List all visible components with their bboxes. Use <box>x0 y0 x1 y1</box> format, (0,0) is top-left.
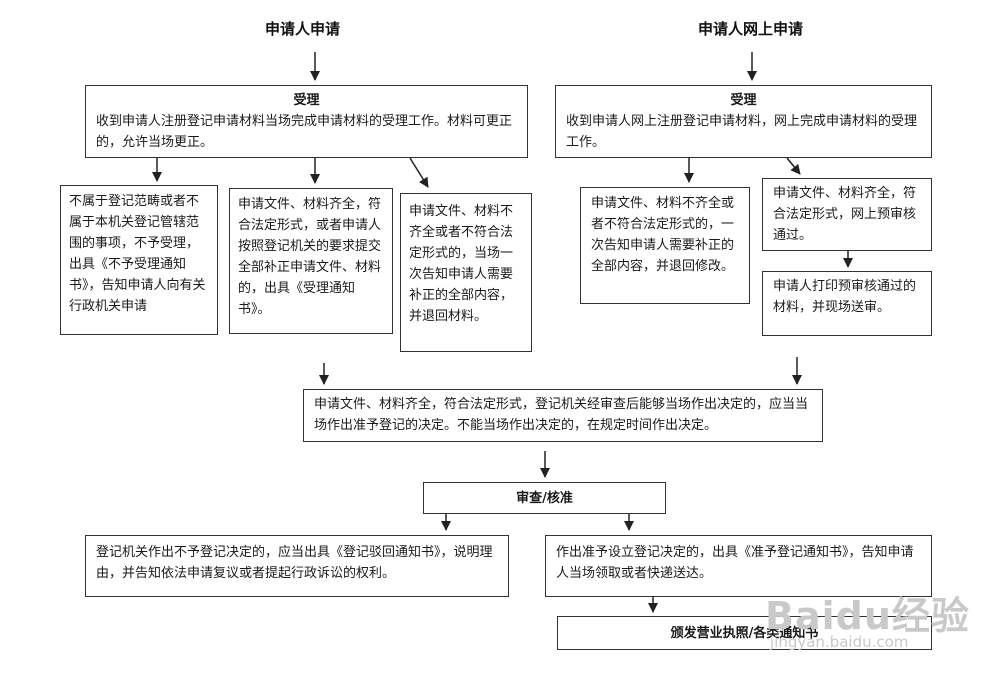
decision-text: 申请文件、材料齐全，符合法定形式，登记机关经审查后能够当场作出决定的，应当当场作… <box>314 397 809 433</box>
print-submit-text: 申请人打印预审核通过的材料，并现场送审。 <box>773 279 917 315</box>
return-materials-text-left: 申请文件、材料不齐全或者不符合法定形式的，当场一次告知申请人需要补正的全部内容，… <box>409 204 514 324</box>
review-box: 审查/核准 <box>423 482 666 514</box>
reject-box: 登记机关作出不予登记决定的，应当出具《登记驳回通知书》，说明理由，并告知依法申请… <box>85 535 509 597</box>
accept-title-left: 受理 <box>293 93 320 108</box>
not-accept-text: 不属于登记范畴或者不属于本机关登记管辖范围的事项，不予受理，出具《不予受理通知书… <box>69 194 206 314</box>
return-materials-box-left: 申请文件、材料不齐全或者不符合法定形式的，当场一次告知申请人需要补正的全部内容，… <box>400 193 532 352</box>
return-materials-text-right: 申请文件、材料不齐全或者不符合法定形式的，一次告知申请人需要补正的全部内容，并退… <box>591 196 735 274</box>
heading-online-applicant: 申请人网上申请 <box>698 20 804 38</box>
online-pass-text: 申请文件、材料齐全，符合法定形式，网上预审核通过。 <box>773 186 917 243</box>
accept-notice-box: 申请文件、材料齐全，符合法定形式，或者申请人按照登记机关的要求提交全部补正申请文… <box>229 188 393 334</box>
arrow-accept-right-pass <box>786 157 801 175</box>
decision-box: 申请文件、材料齐全，符合法定形式，登记机关经审查后能够当场作出决定的，应当当场作… <box>303 389 823 442</box>
return-materials-box-right: 申请文件、材料不齐全或者不符合法定形式的，一次告知申请人需要补正的全部内容，并退… <box>580 187 750 304</box>
accept-box-left: 受理 收到申请人注册登记申请材料当场完成申请材料的受理工作。材料可更正的，允许当… <box>85 85 528 158</box>
accept-notice-text: 申请文件、材料齐全，符合法定形式，或者申请人按照登记机关的要求提交全部补正申请文… <box>238 197 382 317</box>
approve-box: 作出准予设立登记决定的，出具《准予登记通知书》，告知申请人当场领取或者快递送达。 <box>545 535 932 597</box>
reject-text: 登记机关作出不予登记决定的，应当出具《登记驳回通知书》，说明理由，并告知依法申请… <box>96 545 493 581</box>
online-pass-box: 申请文件、材料齐全，符合法定形式，网上预审核通过。 <box>762 178 932 251</box>
not-accept-box: 不属于登记范畴或者不属于本机关登记管辖范围的事项，不予受理，出具《不予受理通知书… <box>60 185 218 335</box>
accept-title-right: 受理 <box>730 93 757 108</box>
issue-box: 颁发营业执照/各类通知书 <box>557 616 932 650</box>
print-submit-box: 申请人打印预审核通过的材料，并现场送审。 <box>762 271 932 336</box>
accept-text-left: 收到申请人注册登记申请材料当场完成申请材料的受理工作。材料可更正的，允许当场更正… <box>96 114 513 150</box>
heading-applicant: 申请人申请 <box>265 20 341 38</box>
accept-box-right: 受理 收到申请人网上注册登记申请材料，网上完成申请材料的受理工作。 <box>555 85 932 158</box>
approve-text: 作出准予设立登记决定的，出具《准予登记通知书》，告知申请人当场领取或者快递送达。 <box>556 545 914 581</box>
accept-text-right: 收到申请人网上注册登记申请材料，网上完成申请材料的受理工作。 <box>566 114 918 150</box>
arrow-accept-return <box>409 157 429 188</box>
